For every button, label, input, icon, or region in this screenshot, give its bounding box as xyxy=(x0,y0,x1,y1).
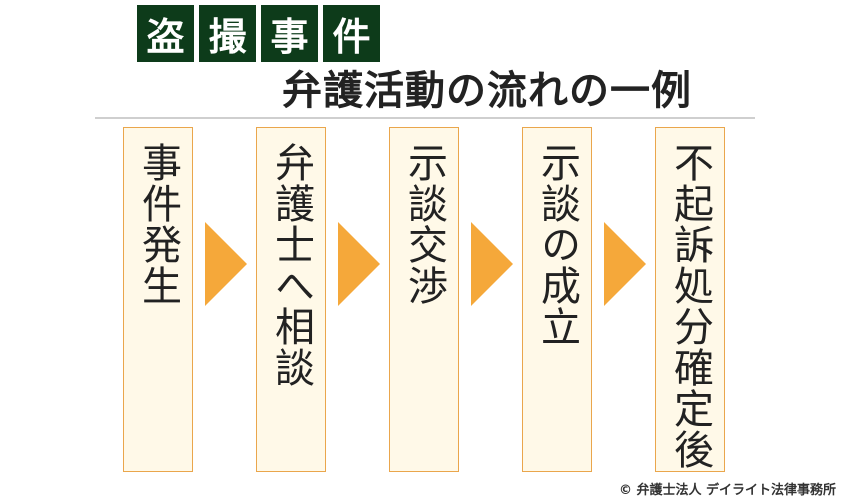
step-label: 示談の成立 xyxy=(534,142,580,347)
step-label: 不起訴処分確定後 xyxy=(667,142,713,470)
arrow-right-icon xyxy=(205,222,247,306)
title-char-1: 盗 xyxy=(137,5,194,62)
title-char-3: 事 xyxy=(261,5,318,62)
title-char-2: 撮 xyxy=(199,5,256,62)
arrow-right-icon xyxy=(604,222,646,306)
step-settlement-negotiation: 示談交渉 xyxy=(389,127,459,472)
title-boxes: 盗 撮 事 件 xyxy=(137,5,380,62)
title-char-4: 件 xyxy=(323,5,380,62)
step-label: 弁護士へ相談 xyxy=(268,142,314,388)
divider xyxy=(95,117,755,119)
step-settlement-reached: 示談の成立 xyxy=(522,127,592,472)
step-label: 示談交渉 xyxy=(401,142,447,306)
copyright: © 弁護士法人 デイライト法律事務所 xyxy=(618,483,836,498)
step-consult-lawyer: 弁護士へ相談 xyxy=(256,127,326,472)
arrow-right-icon xyxy=(471,222,513,306)
step-non-prosecution: 不起訴処分確定後 xyxy=(655,127,725,472)
step-incident: 事件発生 xyxy=(123,127,193,472)
step-label: 事件発生 xyxy=(135,142,181,306)
arrow-right-icon xyxy=(338,222,380,306)
subtitle: 弁護活動の流れの一例 xyxy=(282,68,692,114)
